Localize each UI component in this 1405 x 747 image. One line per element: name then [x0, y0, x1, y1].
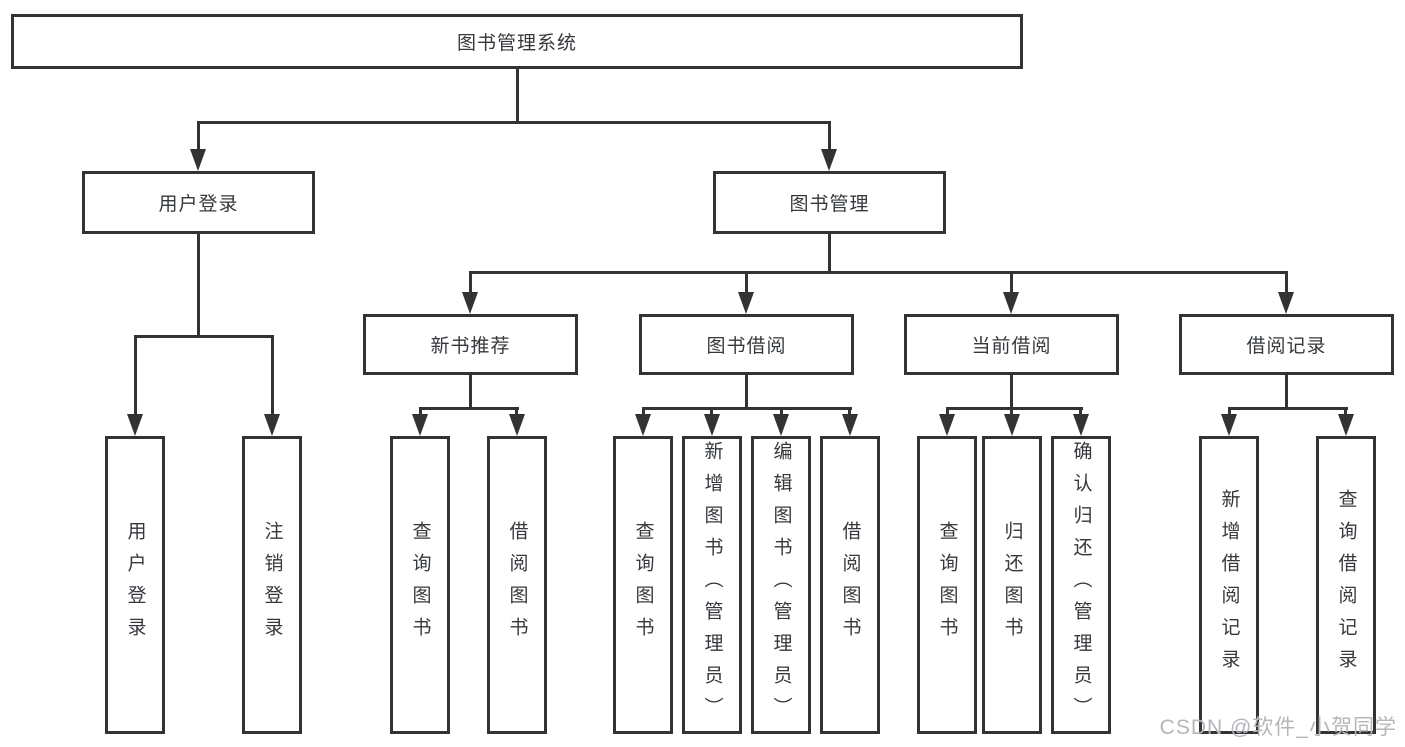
- connector-current-borrowing-bar: [946, 407, 1083, 410]
- leaf-add-books-admin: 新增图书（管理员）: [682, 436, 742, 734]
- connector-book-borrowing-bar: [642, 407, 852, 410]
- connector-book-management-stem: [828, 234, 831, 274]
- leaf-add-borrow-record-label: 新增借阅记录: [1218, 489, 1240, 681]
- connector-level3-drop: [745, 274, 748, 295]
- arrowhead-down-icon: [1004, 414, 1020, 436]
- leaf-query-books-current: 查询图书: [917, 436, 977, 734]
- connector-user-login-drop: [197, 121, 200, 151]
- arrowhead-down-icon: [190, 149, 206, 171]
- node-borrowing-records: 借阅记录: [1179, 314, 1394, 375]
- node-user-login: 用户登录: [82, 171, 315, 234]
- connector-leaf-drop: [515, 410, 518, 417]
- arrowhead-down-icon: [127, 414, 143, 436]
- csdn-watermark: CSDN @软件_小贺同学: [1159, 716, 1397, 739]
- leaf-query-books-current-label: 查询图书: [936, 521, 958, 649]
- connector-new-book-bar: [419, 407, 519, 410]
- leaf-confirm-return-admin-label: 确认归还（管理员）: [1070, 441, 1092, 729]
- leaf-query-books-borrowing: 查询图书: [613, 436, 673, 734]
- leaf-edit-books-admin-label: 编辑图书（管理员）: [770, 441, 792, 729]
- connector-leaf-drop: [710, 410, 713, 417]
- connector-user-login-bar: [134, 335, 274, 338]
- arrowhead-down-icon: [773, 414, 789, 436]
- connector-book-management-drop: [828, 121, 831, 151]
- connector-root-bar: [197, 121, 831, 124]
- arrowhead-down-icon: [1003, 292, 1019, 314]
- connector-leaf-drop: [134, 338, 137, 416]
- node-library-management-system-label: 图书管理系统: [456, 33, 577, 54]
- node-book-borrowing: 图书借阅: [639, 314, 854, 375]
- arrowhead-down-icon: [509, 414, 525, 436]
- connector-leaf-drop: [419, 410, 422, 417]
- connector-leaf-drop: [1228, 410, 1231, 417]
- leaf-query-borrow-record: 查询借阅记录: [1316, 436, 1376, 734]
- connector-leaf-drop: [946, 410, 949, 417]
- leaf-query-books-borrowing-label: 查询图书: [632, 521, 654, 649]
- arrowhead-down-icon: [635, 414, 651, 436]
- leaf-logout-label: 注销登录: [261, 521, 283, 649]
- connector-leaf-drop: [780, 410, 783, 417]
- leaf-borrow-books: 借阅图书: [820, 436, 880, 734]
- connector-current-borrowing-stem: [1010, 375, 1013, 410]
- leaf-borrow-books-label: 借阅图书: [839, 521, 861, 649]
- connector-root-stem: [516, 68, 519, 124]
- connector-leaf-drop: [848, 410, 851, 417]
- node-current-borrowing: 当前借阅: [904, 314, 1119, 375]
- arrowhead-down-icon: [738, 292, 754, 314]
- leaf-add-books-admin-label: 新增图书（管理员）: [701, 441, 723, 729]
- arrowhead-down-icon: [821, 149, 837, 171]
- leaf-query-books-recommendation: 查询图书: [390, 436, 450, 734]
- connector-leaf-drop: [1079, 410, 1082, 417]
- leaf-user-login: 用户登录: [105, 436, 165, 734]
- node-new-book-recommendation-label: 新书推荐: [430, 336, 511, 357]
- arrowhead-down-icon: [1073, 414, 1089, 436]
- connector-level3-drop: [1285, 274, 1288, 295]
- connector-borrowing-records-bar: [1228, 407, 1348, 410]
- arrowhead-down-icon: [462, 292, 478, 314]
- node-library-management-system: 图书管理系统: [11, 14, 1023, 69]
- leaf-return-books: 归还图书: [982, 436, 1042, 734]
- connector-new-book-stem: [469, 375, 472, 410]
- leaf-confirm-return-admin: 确认归还（管理员）: [1051, 436, 1111, 734]
- arrowhead-down-icon: [1278, 292, 1294, 314]
- leaf-borrow-books-recommendation: 借阅图书: [487, 436, 547, 734]
- arrowhead-down-icon: [842, 414, 858, 436]
- leaf-query-books-recommendation-label: 查询图书: [409, 521, 431, 649]
- leaf-edit-books-admin: 编辑图书（管理员）: [751, 436, 811, 734]
- arrowhead-down-icon: [412, 414, 428, 436]
- node-user-login-label: 用户登录: [158, 194, 239, 215]
- connector-leaf-drop: [1344, 410, 1347, 417]
- leaf-return-books-label: 归还图书: [1001, 521, 1023, 649]
- connector-user-login-stem: [197, 234, 200, 338]
- connector-book-borrowing-stem: [745, 375, 748, 410]
- node-book-borrowing-label: 图书借阅: [706, 336, 787, 357]
- connector-leaf-drop: [271, 338, 274, 416]
- leaf-add-borrow-record: 新增借阅记录: [1199, 436, 1259, 734]
- arrowhead-down-icon: [1338, 414, 1354, 436]
- connector-borrowing-records-stem: [1285, 375, 1288, 410]
- arrowhead-down-icon: [1221, 414, 1237, 436]
- node-new-book-recommendation: 新书推荐: [363, 314, 578, 375]
- connector-book-management-bar: [469, 271, 1288, 274]
- connector-leaf-drop: [642, 410, 645, 417]
- arrowhead-down-icon: [939, 414, 955, 436]
- node-book-management: 图书管理: [713, 171, 946, 234]
- arrowhead-down-icon: [264, 414, 280, 436]
- node-book-management-label: 图书管理: [789, 194, 870, 215]
- leaf-borrow-books-recommendation-label: 借阅图书: [506, 521, 528, 649]
- leaf-logout: 注销登录: [242, 436, 302, 734]
- connector-level3-drop: [1010, 274, 1013, 295]
- arrowhead-down-icon: [704, 414, 720, 436]
- connector-level3-drop: [469, 274, 472, 295]
- leaf-query-borrow-record-label: 查询借阅记录: [1335, 489, 1357, 681]
- connector-leaf-drop: [1010, 410, 1013, 417]
- node-borrowing-records-label: 借阅记录: [1246, 336, 1327, 357]
- node-current-borrowing-label: 当前借阅: [971, 336, 1052, 357]
- leaf-user-login-label: 用户登录: [124, 521, 146, 649]
